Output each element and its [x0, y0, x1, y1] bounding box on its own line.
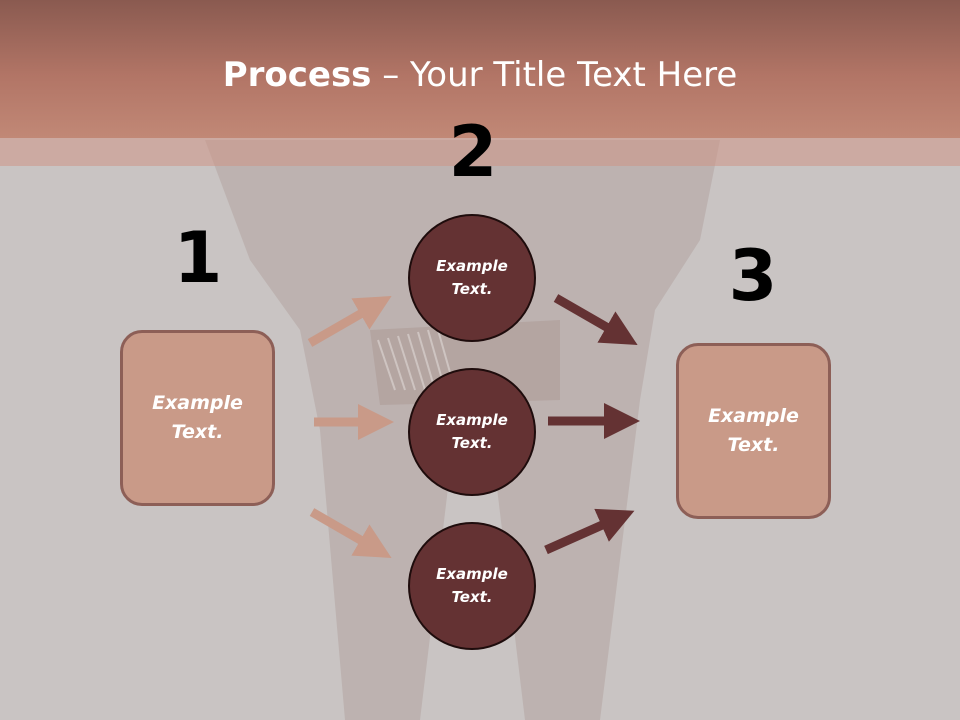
arrow-bottom-to-right: [544, 508, 635, 555]
left-box-line2: Text.: [171, 421, 224, 443]
right-box-line2: Text.: [727, 434, 780, 456]
title-banner-strip: [0, 138, 960, 166]
circle-middle-line2: Text.: [451, 434, 493, 452]
right-box-line1: Example: [708, 405, 799, 427]
title-bold: Process: [222, 55, 372, 95]
circle-top-line2: Text.: [451, 280, 493, 298]
circle-bottom-line1: Example: [436, 565, 508, 583]
circle-bottom-line2: Text.: [451, 588, 493, 606]
step-number-2: 2: [448, 111, 498, 193]
circle-middle-line1: Example: [436, 411, 508, 429]
step-number-1: 1: [173, 217, 223, 299]
left-box-line1: Example: [152, 392, 243, 414]
step-number-3: 3: [728, 235, 778, 317]
circle-top-line1: Example: [436, 257, 508, 275]
arrow-left-to-bottom: [309, 508, 392, 559]
title-rest: – Your Title Text Here: [371, 55, 738, 95]
slide-title: Process – Your Title Text Here: [0, 52, 960, 98]
title-banner: [0, 0, 960, 138]
arrow-top-to-right: [553, 294, 638, 345]
arrow-left-to-top: [307, 296, 392, 347]
